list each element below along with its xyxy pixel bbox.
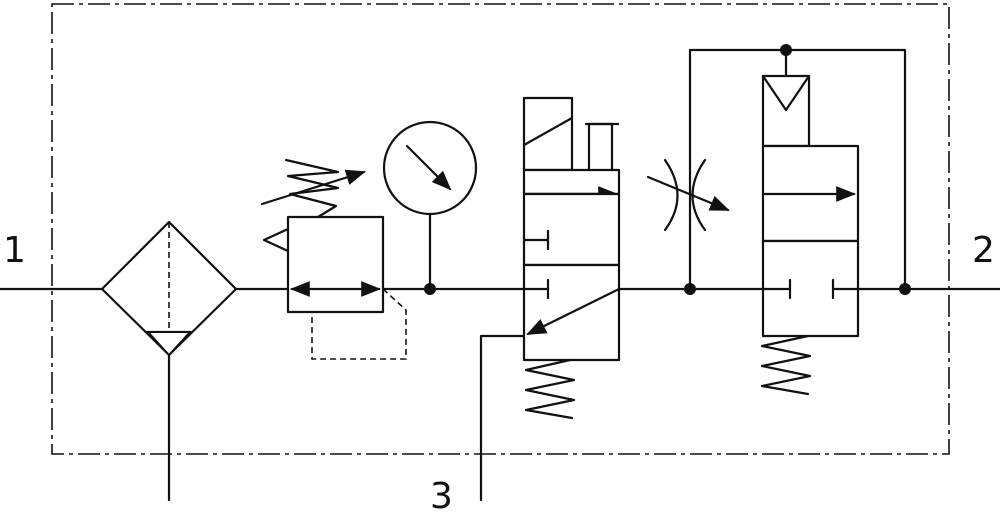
port-label-inlet: 1 bbox=[3, 230, 26, 271]
adjustable-throttle bbox=[646, 158, 730, 232]
pilot-line bbox=[684, 44, 911, 295]
pressure-regulator bbox=[260, 158, 407, 360]
pressure-gauge bbox=[382, 120, 478, 295]
solenoid-valve bbox=[479, 96, 621, 502]
port-label-outlet: 2 bbox=[972, 230, 995, 271]
port-label-exhaust: 3 bbox=[430, 476, 453, 514]
pressure-operated-valve bbox=[760, 74, 860, 396]
unit-boundary bbox=[51, 3, 950, 455]
filter-with-drain bbox=[100, 220, 238, 502]
